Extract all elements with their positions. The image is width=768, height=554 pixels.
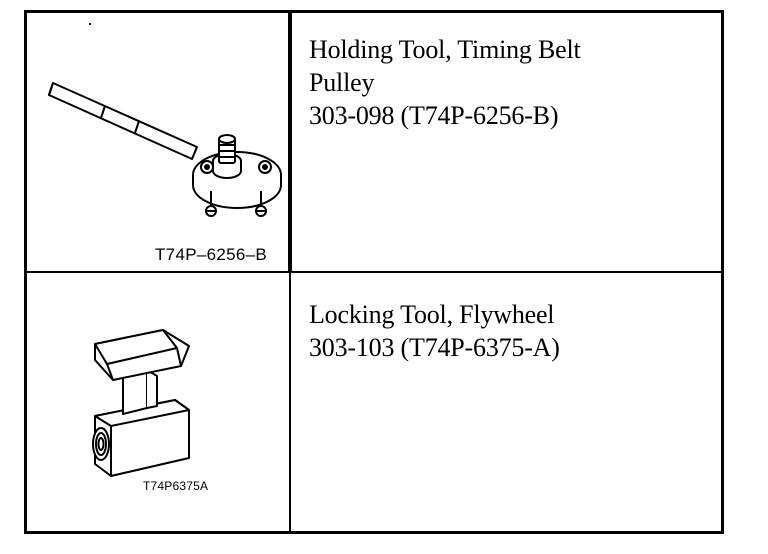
holding-tool-illustration [48,82,282,217]
column-divider-top [288,13,292,273]
tool-title: Holding Tool, Timing Belt [309,35,581,64]
tool-title: Locking Tool, Flywheel [309,300,555,329]
column-divider-bottom [289,271,291,531]
speck [89,23,91,25]
tool-description: Holding Tool, Timing Belt Pulley 303-098… [309,33,581,132]
tool-number: 303-098 (T74P-6256-B) [309,101,559,130]
tool-image-label: T74P–6256–B [155,245,267,264]
locking-tool-illustration [92,329,190,477]
row-divider [27,271,721,273]
tool-description: Locking Tool, Flywheel 303-103 (T74P-637… [309,298,560,364]
tool-table: T74P–6256–B Holding Tool, Timing Belt Pu… [24,10,724,534]
tool-number: 303-103 (T74P-6375-A) [309,333,560,362]
tool-image-label: T74P6375A [143,479,209,493]
tool-title-continued: Pulley [309,68,375,97]
